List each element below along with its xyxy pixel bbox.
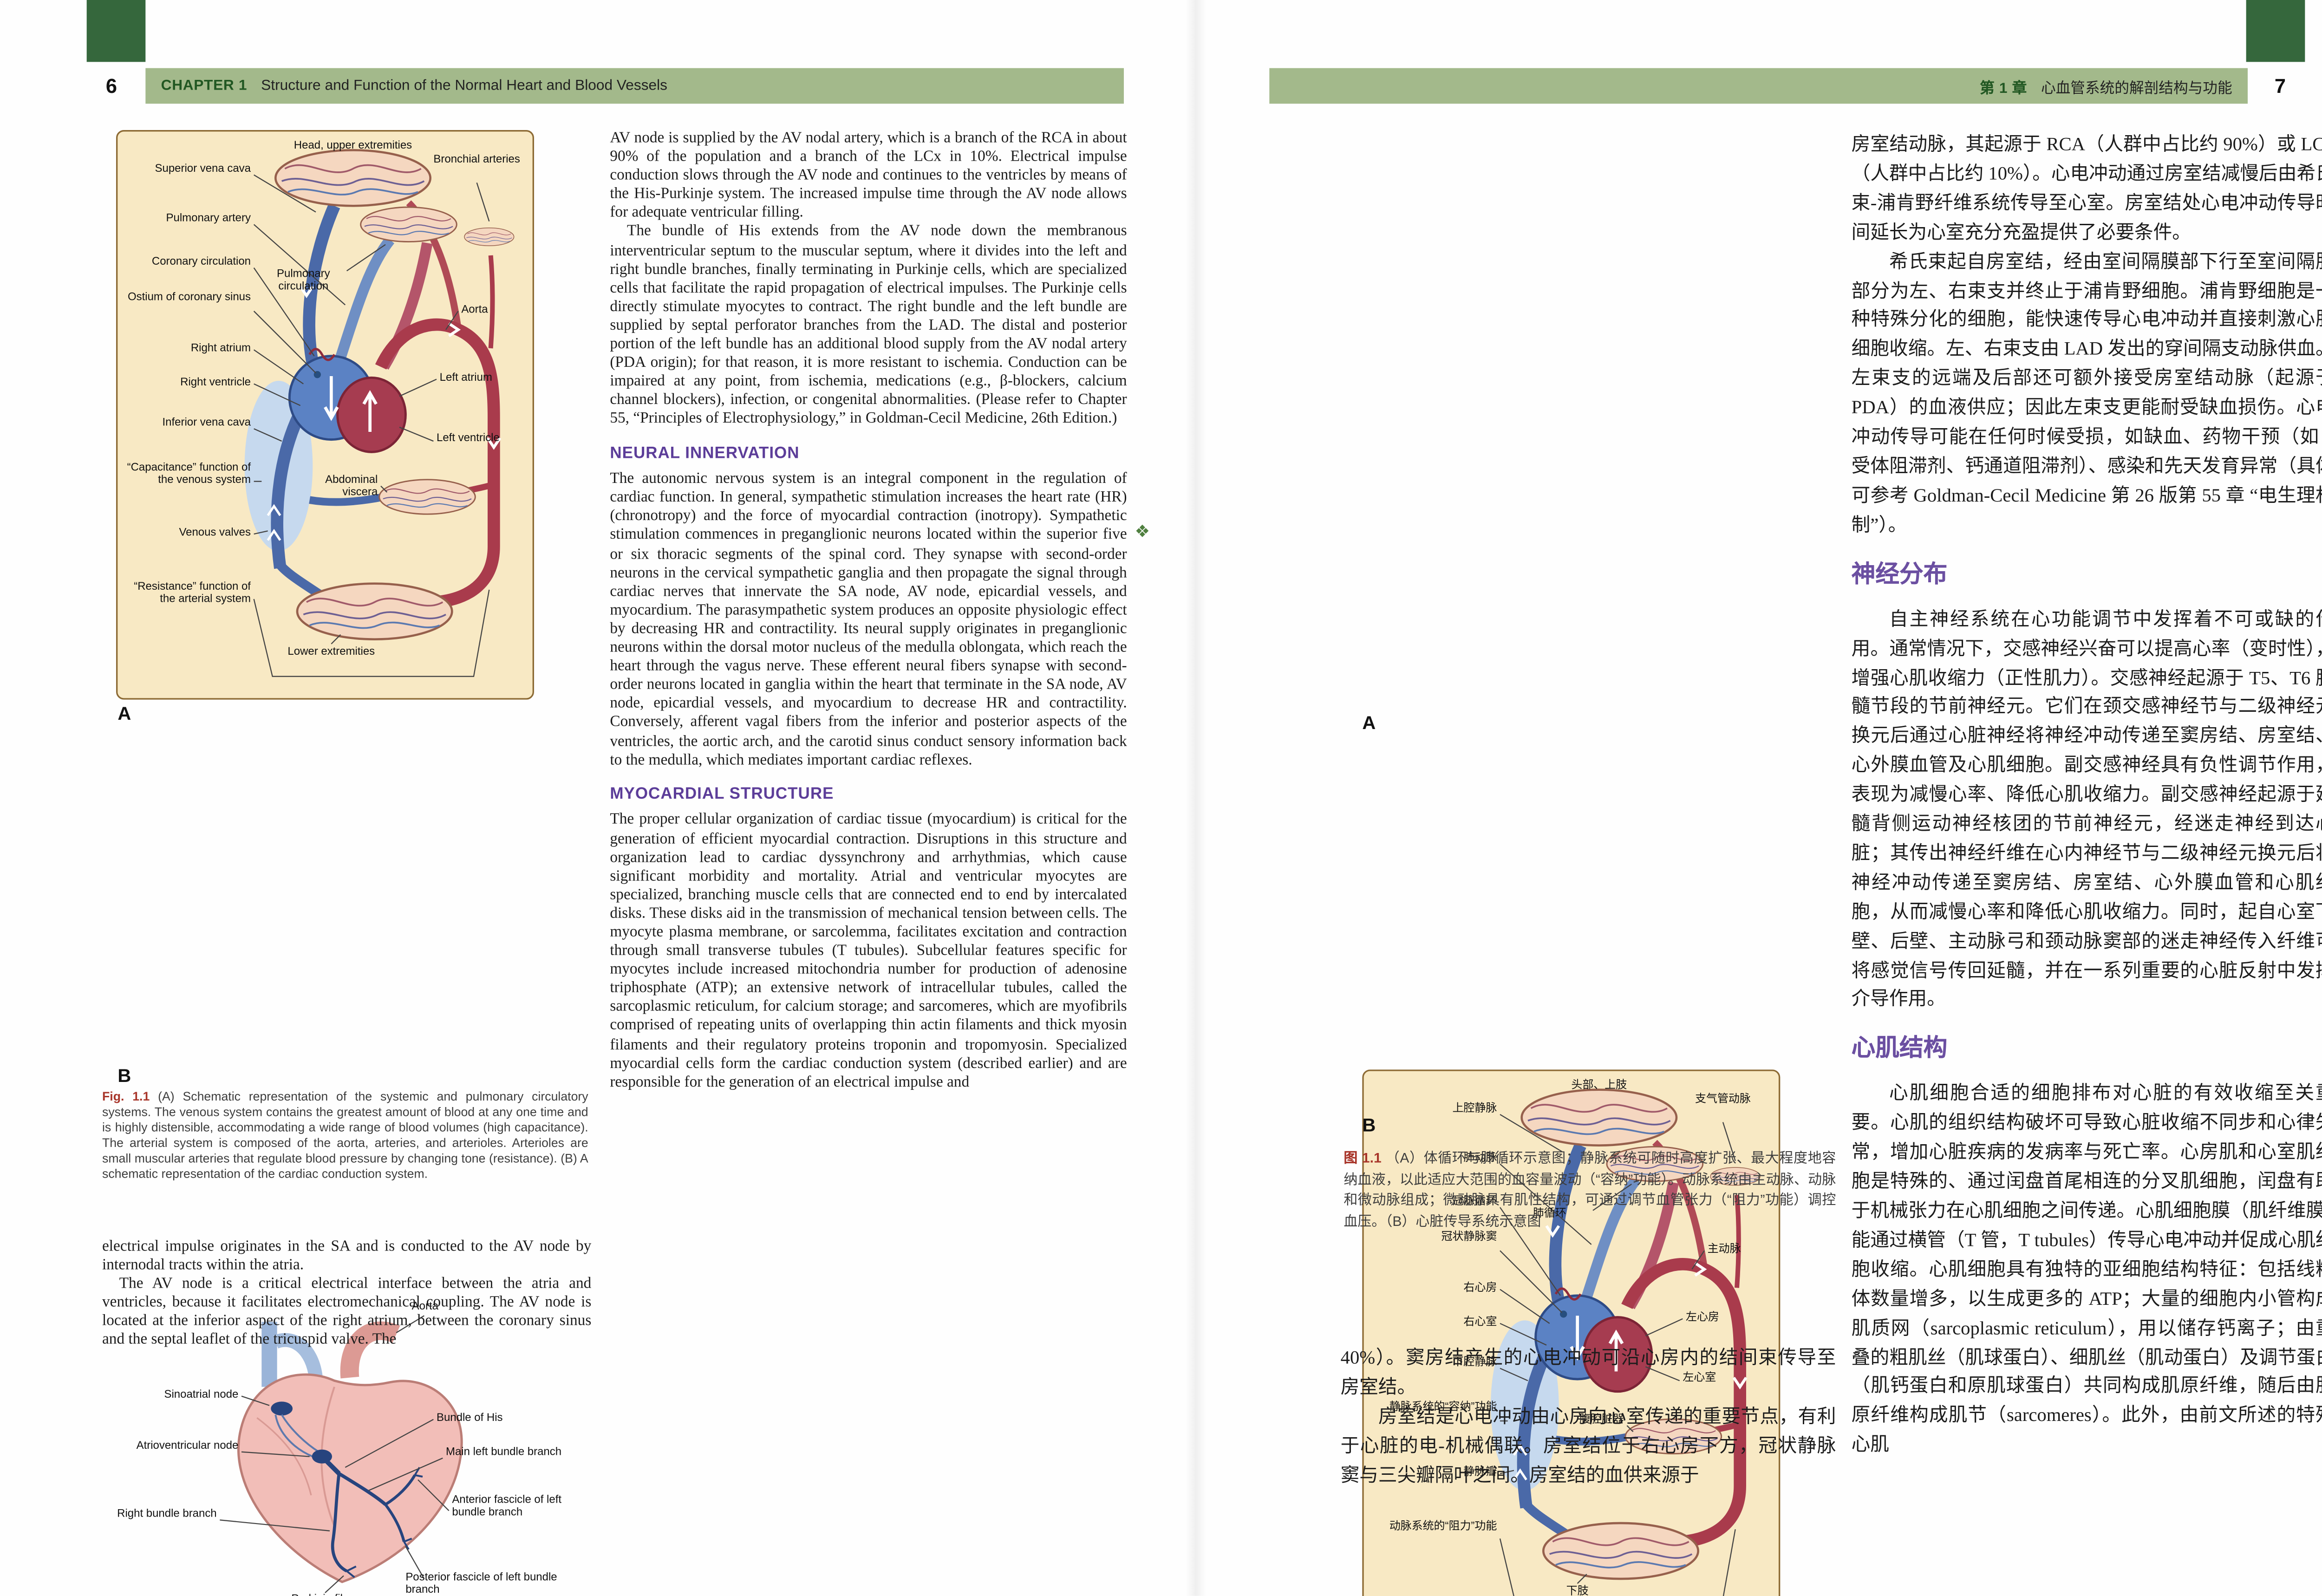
figure-caption-label-en: Fig. 1.1 [102, 1089, 150, 1104]
figure-b-letter-zh: B [1362, 1114, 1376, 1136]
section-heading-myocardial-structure-zh: 心肌结构 [1851, 1036, 1948, 1062]
figa-label-aorta: Aorta [461, 301, 488, 316]
figa-label-lower-extremities: Lower extremities [287, 644, 375, 658]
figa-label-left-ventricle: Left ventricle [436, 430, 500, 444]
chapter-header-left: CHAPTER 1 Structure and Function of the … [145, 68, 1124, 104]
paragraph: 房室结动脉，其起源于 RCA（人群中占比约 90%）或 LCx（人群中占比约 1… [1851, 133, 2322, 243]
figb-label-main-left-bundle: Main left bundle branch [445, 1444, 562, 1458]
chapter-header-right: 第 1 章 心血管系统的解剖结构与功能 [1269, 68, 2248, 104]
chapter-label-en: CHAPTER 1 [161, 77, 248, 95]
paragraph: AV node is supplied by the AV nodal arte… [610, 130, 1127, 222]
figa-label-left-ventricle: 左心室 [1683, 1369, 1716, 1384]
figa-label-inferior-vena-cava: Inferior vena cava [162, 415, 251, 429]
figa-label-ostium-coronary-sinus: 冠状静脉窦 [1441, 1229, 1497, 1243]
paragraph: electrical impulse originates in the SA … [102, 1238, 592, 1274]
chapter-title-zh: 心血管系统的解剖结构与功能 [2041, 79, 2232, 97]
figb-label-atrioventricular-node: Atrioventricular node [136, 1438, 239, 1452]
figa-label-head: Head, upper extremities [294, 137, 412, 152]
figure-caption-text-en: (A) Schematic representation of the syst… [102, 1089, 588, 1182]
figa-label-resistance: 动脉系统的“阻力”功能 [1389, 1518, 1497, 1532]
figa-label-pulmonary-circulation: Pulmonary circulation [277, 266, 330, 293]
section-heading-neural-innervation-zh: 神经分布 [1851, 561, 1948, 588]
paragraph: 房室结是心电冲动由心房向心室传递的重要节点，有利于心脏的电-机械偶联。房室结位于… [1340, 1405, 1836, 1485]
figa-label-right-ventricle: Right ventricle [180, 374, 251, 389]
figa-label-superior-vena-cava: 上腔静脉 [1452, 1100, 1497, 1114]
page-number-left: 6 [105, 74, 117, 98]
figa-label-pulmonary-circulation: 肺循环 [1533, 1205, 1566, 1220]
figa-label-head: 头部、上肢 [1571, 1077, 1627, 1091]
figa-label-abdominal-viscera: 腹腔脏器 [1579, 1411, 1624, 1426]
figure-caption-text-zh: （A）体循环与肺循环示意图；静脉系统可随时高度扩张、最大程度地容纳血液，以此适应… [1344, 1150, 1836, 1228]
figa-label-superior-vena-cava: Superior vena cava [155, 161, 251, 175]
figure-b-letter-en: B [117, 1065, 131, 1087]
figb-label-sinoatrial-node: Sinoatrial node [164, 1387, 239, 1401]
figa-label-right-ventricle: 右心室 [1463, 1314, 1497, 1328]
section-heading-myocardial-structure: MYOCARDIAL STRUCTURE [610, 784, 834, 803]
chapter-label-zh: 第 1 章 [1980, 79, 2027, 97]
page-number-right: 7 [2274, 74, 2286, 98]
left-page-column-1: electrical impulse originates in the SA … [102, 1238, 591, 1351]
figure-caption-zh: 图 1.1 （A）体循环与肺循环示意图；静脉系统可随时高度扩张、最大程度地容纳血… [1344, 1148, 1836, 1232]
right-page-column-1: 40%）。窦房结产生的心电冲动可沿心房内的结间束传导至房室结。 房室结是心电冲动… [1341, 1343, 1836, 1490]
figa-label-aorta: 主动脉 [1707, 1241, 1741, 1256]
figure-a-panel-en: Head, upper extremities Superior vena ca… [116, 130, 534, 700]
corner-tab-left [86, 0, 146, 62]
paragraph: 希氏束起自房室结，经由室间隔膜部下行至室间隔肌部分为左、右束支并终止于浦肯野细胞… [1851, 250, 2322, 535]
figa-label-bronchial-arteries: 支气管动脉 [1695, 1091, 1751, 1105]
figa-label-right-atrium: Right atrium [190, 340, 251, 355]
paragraph: The autonomic nervous system is an integ… [610, 471, 1127, 769]
figa-label-left-atrium: Left atrium [439, 370, 492, 384]
section-heading-neural-innervation: NEURAL INNERVATION [610, 443, 800, 462]
figb-label-posterior-fascicle: Posterior fascicle of left bundle branch [405, 1569, 557, 1596]
figure-a-panel-zh: 头部、上肢 上腔静脉 肺动脉 冠脉循环 冠状静脉窦 右心房 右心室 下腔静脉 静… [1362, 1069, 1781, 1596]
figa-label-capacitance: 静脉系统的“容纳”功能 [1389, 1399, 1497, 1414]
left-page-column-2: AV node is supplied by the AV nodal arte… [610, 130, 1127, 1093]
paragraph: 心肌细胞合适的细胞排布对心脏的有效收缩至关重要。心肌的组织结构破坏可导致心脏收缩… [1851, 1082, 2322, 1456]
figb-label-aorta: Aorta [411, 1298, 438, 1313]
corner-tab-right [2246, 0, 2305, 62]
figb-label-anterior-fascicle: Anterior fascicle of left bundle branch [452, 1492, 562, 1519]
figa-label-left-atrium: 左心房 [1685, 1309, 1719, 1323]
figa-label-coronary-circulation: Coronary circulation [151, 254, 251, 268]
figb-label-purkinje-fibers: Purkinje fibers [254, 1592, 399, 1596]
figa-label-resistance: “Resistance” function of the arterial sy… [134, 579, 251, 606]
paragraph: The AV node is a critical electrical int… [102, 1276, 592, 1349]
figa-label-venous-valves: 静脉瓣 [1463, 1464, 1497, 1479]
paragraph: The bundle of His extends from the AV no… [610, 223, 1127, 428]
figb-label-right-bundle-branch: Right bundle branch [117, 1506, 217, 1520]
figa-label-pulmonary-artery: Pulmonary artery [166, 210, 251, 225]
figa-label-right-atrium: 右心房 [1463, 1280, 1497, 1294]
figa-label-pulmonary-artery: 肺动脉 [1463, 1150, 1497, 1164]
figure-a-letter-zh: A [1362, 712, 1376, 734]
figa-label-lower-extremities: 下肢 [1566, 1583, 1589, 1596]
figa-label-abdominal-viscera: Abdominal viscera [325, 472, 378, 499]
section-end-ornament-left: ❖ [1135, 521, 1150, 542]
paragraph: 自主神经系统在心功能调节中发挥着不可或缺的作用。通常情况下，交感神经兴奋可以提高… [1851, 608, 2322, 1010]
figa-label-capacitance: “Capacitance” function of the venous sys… [127, 459, 251, 487]
figure-caption-en: Fig. 1.1 (A) Schematic representation of… [102, 1090, 588, 1184]
figa-label-venous-valves: Venous valves [179, 524, 251, 539]
figa-label-inferior-vena-cava: 下腔静脉 [1452, 1354, 1497, 1368]
figure-a-letter-en: A [117, 703, 131, 724]
paragraph: 40%）。窦房结产生的心电冲动可沿心房内的结间束传导至房室结。 [1340, 1346, 1836, 1398]
figb-label-bundle-of-his: Bundle of His [436, 1410, 503, 1424]
figure-b-panel-en: Aorta Sinoatrial node Bundle of His Main… [102, 1294, 567, 1596]
figa-label-coronary-circulation: 冠脉循环 [1452, 1193, 1497, 1207]
paragraph: The proper cellular organization of card… [610, 812, 1127, 1091]
page-gutter [1186, 0, 1206, 1596]
right-page-column-2: 房室结动脉，其起源于 RCA（人群中占比约 90%）或 LCx（人群中占比约 1… [1852, 130, 2322, 1460]
figure-caption-label-zh: 图 1.1 [1344, 1150, 1382, 1166]
figa-label-ostium-coronary-sinus: Ostium of coronary sinus [127, 289, 251, 304]
figa-label-bronchial-arteries: Bronchial arteries [433, 151, 520, 166]
chapter-title-en: Structure and Function of the Normal Hea… [261, 77, 668, 95]
